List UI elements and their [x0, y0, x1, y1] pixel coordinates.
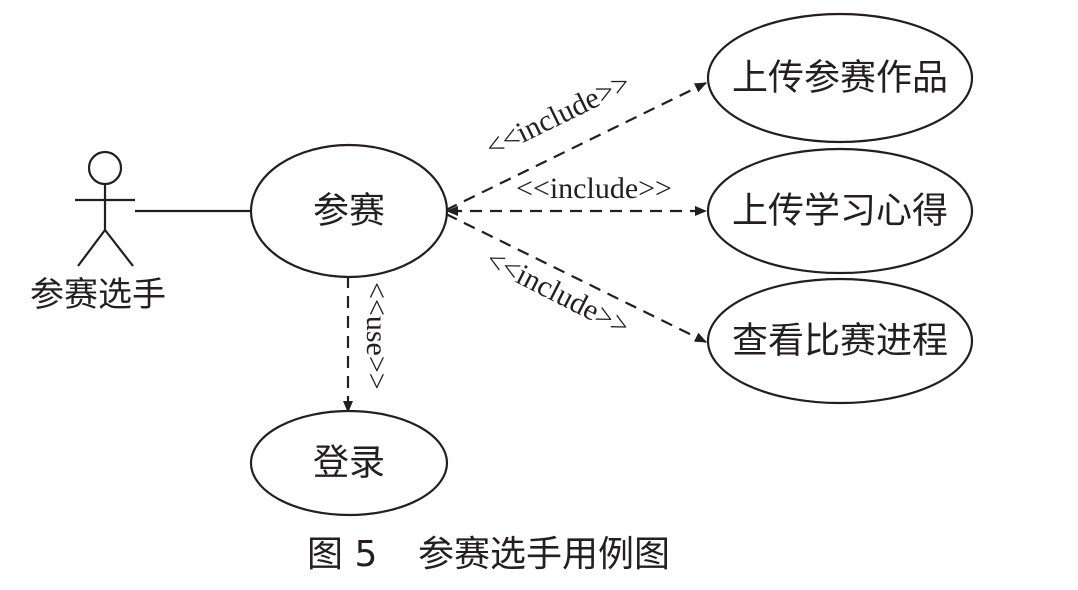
stereotype-include-upload-notes: <<include>>	[516, 172, 672, 205]
actor-right-leg	[104, 229, 134, 267]
use-case-main-label: 参赛	[313, 191, 385, 232]
include-source-arrowhead	[446, 206, 458, 216]
actor-participant: 参赛选手	[30, 150, 166, 315]
stereotype-include-upload-work: <<include>>	[481, 66, 636, 164]
stereotype-include-view-progress: <<include>>	[481, 243, 635, 343]
use-case-upload-work-label: 上传参赛作品	[732, 58, 948, 99]
use-case-upload-notes-label: 上传学习心得	[732, 191, 948, 232]
use-case-login-label: 登录	[313, 443, 385, 484]
include-arrow-view-progress	[445, 213, 707, 343]
figure-number: 图 5	[307, 534, 377, 575]
actor-left-leg	[77, 229, 106, 267]
include-arrow-upload-work	[445, 82, 707, 211]
use-case-upload-notes: 上传学习心得	[706, 147, 974, 275]
actor-head	[87, 150, 123, 186]
figure-title: 参赛选手用例图	[418, 534, 670, 575]
use-case-main: 参赛	[249, 143, 449, 279]
use-case-login: 登录	[249, 409, 449, 517]
use-case-view-progress-label: 查看比赛进程	[732, 321, 948, 362]
use-case-upload-work: 上传参赛作品	[706, 12, 974, 144]
use-case-view-progress: 查看比赛进程	[706, 277, 974, 405]
stereotype-use-login: <<use>>	[360, 282, 393, 390]
actor-label: 参赛选手	[30, 275, 166, 315]
